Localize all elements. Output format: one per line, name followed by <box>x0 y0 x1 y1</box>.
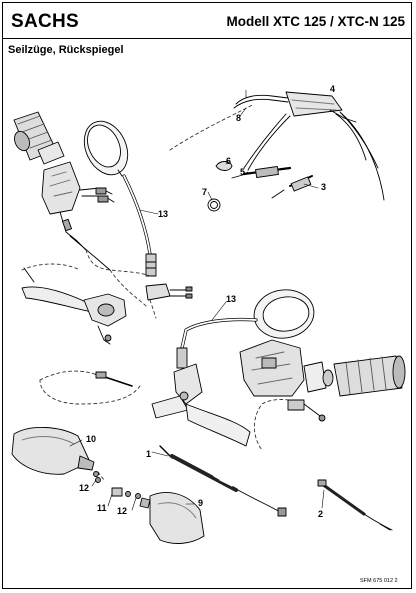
callout-1: 1 <box>146 449 152 459</box>
hand-guard-icon <box>11 426 101 483</box>
throttle-splitter-icon <box>233 91 385 201</box>
callout-7: 7 <box>202 187 208 197</box>
brake-lever-icon <box>151 363 251 447</box>
brand-title: SACHS <box>11 11 80 32</box>
callout-2: 2 <box>318 509 324 519</box>
callout-11: 11 <box>97 503 107 513</box>
cable-icon <box>317 479 393 531</box>
document-reference: SFM 675 012 2 <box>360 578 398 584</box>
callout-8: 8 <box>236 113 242 123</box>
callout-10: 10 <box>86 434 97 444</box>
callout-13-right: 13 <box>226 294 237 304</box>
mirror-icon <box>83 120 157 277</box>
cable-icon <box>95 371 287 517</box>
throttle-grip-icon <box>13 111 65 165</box>
callout-5: 5 <box>240 167 246 177</box>
switch-housing-icon <box>239 339 305 397</box>
callout-9: 9 <box>198 498 204 508</box>
cable-icon <box>231 166 292 179</box>
callout-3: 3 <box>321 182 327 192</box>
callout-6: 6 <box>226 156 232 166</box>
model-title: Modell XTC 125 / XTC-N 125 <box>226 14 405 29</box>
sheet-frame <box>2 2 412 589</box>
callout-13-left: 13 <box>158 209 169 219</box>
throttle-grip-icon <box>333 355 406 397</box>
callout-12-upper: 12 <box>79 483 90 493</box>
section-title: Seilzüge, Rückspiegel <box>8 44 124 56</box>
mirror-icon <box>176 289 315 369</box>
switch-housing-icon <box>41 161 115 215</box>
hand-guard-icon <box>139 492 205 544</box>
callout-4: 4 <box>330 84 336 94</box>
clutch-lever-icon <box>21 286 127 345</box>
header-divider <box>2 38 412 39</box>
callout-12-lower: 12 <box>117 506 128 516</box>
